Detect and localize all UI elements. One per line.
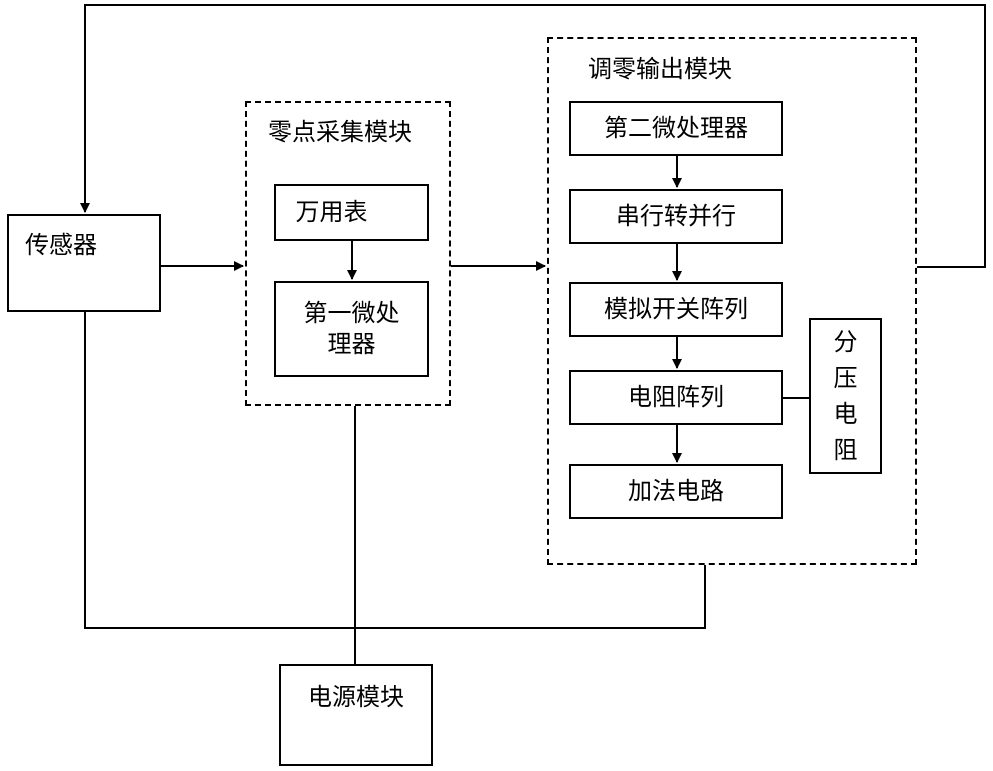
zero-acquisition-module (245, 101, 451, 406)
second-microprocessor-label: 第二微处理器 (604, 113, 748, 142)
analog-switch-array-label: 模拟开关阵列 (604, 294, 748, 323)
zero-acquisition-title: 零点采集模块 (268, 118, 412, 146)
resistor-array-block: 电阻阵列 (569, 370, 783, 425)
sensor-label: 传感器 (25, 231, 97, 259)
multimeter-label: 万用表 (295, 197, 368, 226)
divider-resistor-block: 分压电阻 (809, 318, 882, 474)
serial-to-parallel-label: 串行转并行 (616, 201, 736, 230)
power-bus-line (84, 312, 706, 629)
zero-output-title: 调零输出模块 (588, 55, 732, 83)
serial-to-parallel-block: 串行转并行 (569, 189, 783, 244)
adder-circuit-block: 加法电路 (569, 464, 783, 519)
resistor-array-label: 电阻阵列 (628, 382, 724, 411)
sensor-block: 传感器 (7, 214, 161, 312)
multimeter-block: 万用表 (274, 184, 429, 241)
first-microprocessor-label: 第一微处理器 (303, 298, 400, 358)
adder-circuit-label: 加法电路 (628, 476, 724, 505)
feedback-line (80, 4, 986, 268)
power-module-label: 电源模块 (308, 683, 404, 711)
zero-output-module (547, 37, 917, 565)
second-microprocessor-block: 第二微处理器 (569, 101, 783, 156)
divider-resistor-label: 分压电阻 (833, 328, 858, 464)
first-microprocessor-block: 第一微处理器 (274, 281, 429, 377)
power-module-block: 电源模块 (279, 664, 433, 766)
analog-switch-array-block: 模拟开关阵列 (569, 282, 783, 337)
